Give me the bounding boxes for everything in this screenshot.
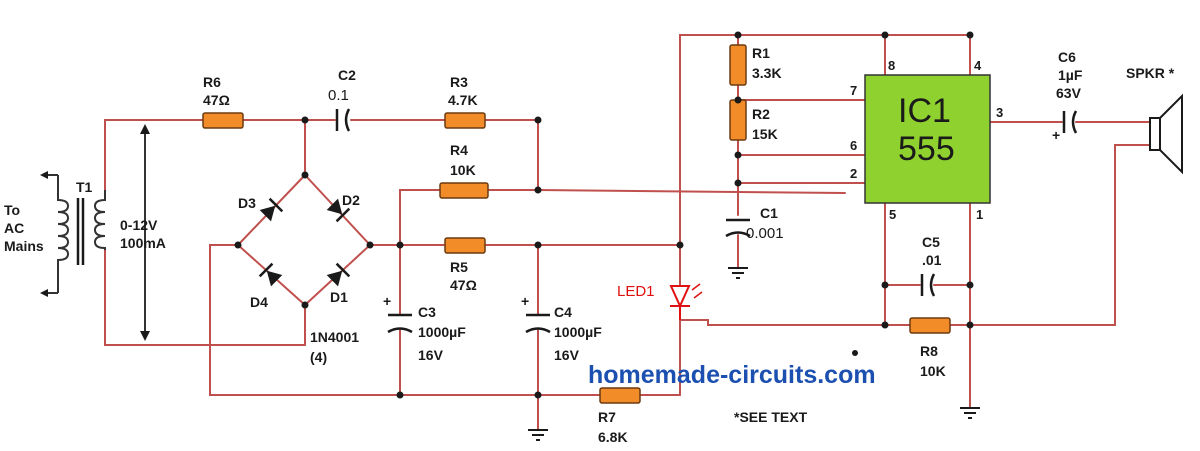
resistors bbox=[202, 44, 951, 404]
c4-value-label: 1000µF bbox=[554, 324, 602, 340]
c5-value-label: .01 bbox=[922, 252, 942, 268]
c1-ref-label: C1 bbox=[760, 205, 778, 221]
diode-d1 bbox=[326, 262, 351, 287]
wires bbox=[104, 34, 1151, 431]
speaker-ref-label: SPKR * bbox=[1126, 65, 1175, 81]
resistor-r2 bbox=[729, 99, 747, 141]
r5-value-label: 47Ω bbox=[450, 277, 477, 293]
c1-value-label: 0.001 bbox=[746, 225, 784, 242]
r8-ref-label: R8 bbox=[920, 343, 938, 359]
transformer-ref-label: T1 bbox=[76, 179, 93, 195]
diode-qty-label: (4) bbox=[310, 349, 327, 365]
transformer-current-label: 100mA bbox=[120, 235, 166, 251]
ground-icon-ic bbox=[960, 407, 980, 419]
ground-icon-c4 bbox=[528, 429, 548, 441]
diode-part-label: 1N4001 bbox=[310, 329, 359, 345]
capacitors: + + + bbox=[335, 108, 1078, 334]
r7-ref-label: R7 bbox=[598, 409, 616, 425]
svg-text:+: + bbox=[1052, 127, 1060, 143]
diode-d2 bbox=[326, 198, 351, 223]
pin-4-label: 4 bbox=[974, 58, 982, 73]
pin-8-label: 8 bbox=[888, 58, 895, 73]
transformer-t1 bbox=[40, 124, 150, 341]
c2-ref-label: C2 bbox=[338, 67, 356, 83]
ic-ref-label: IC1 bbox=[898, 92, 951, 130]
r1-value-label: 3.3K bbox=[752, 65, 782, 81]
see-text-note: *SEE TEXT bbox=[734, 409, 808, 425]
ic-pin-labels: 8 4 7 3 6 2 5 1 bbox=[850, 58, 1003, 222]
c4-ref-label: C4 bbox=[554, 304, 572, 320]
r4-value-label: 10K bbox=[450, 162, 476, 178]
resistor-r3 bbox=[444, 112, 486, 129]
speaker-icon bbox=[1149, 93, 1183, 175]
watermark-text: homemade-circuits.com bbox=[588, 361, 876, 389]
c6-voltage-label: 63V bbox=[1056, 85, 1082, 101]
capacitor-c2 bbox=[335, 108, 351, 132]
r4-ref-label: R4 bbox=[450, 142, 468, 158]
capacitor-c1 bbox=[725, 218, 751, 238]
pin-5-label: 5 bbox=[889, 207, 896, 222]
d4-label: D4 bbox=[250, 294, 268, 310]
r3-ref-label: R3 bbox=[450, 74, 468, 90]
r1-ref-label: R1 bbox=[752, 45, 770, 61]
pin-3-label: 3 bbox=[996, 105, 1003, 120]
ground-icon-c1 bbox=[728, 267, 748, 279]
c3-ref-label: C3 bbox=[418, 304, 436, 320]
r2-ref-label: R2 bbox=[752, 106, 770, 122]
resistor-r6 bbox=[202, 112, 244, 129]
pin-1-label: 1 bbox=[976, 207, 983, 222]
led-1 bbox=[669, 283, 703, 320]
ic-part-label: 555 bbox=[898, 130, 955, 168]
d1-label: D1 bbox=[330, 289, 348, 305]
d2-label: D2 bbox=[342, 192, 360, 208]
capacitor-c4: + bbox=[521, 293, 551, 334]
ic-555: IC1 555 bbox=[864, 74, 991, 204]
junction-dots bbox=[234, 31, 974, 399]
source-label-ac: AC bbox=[4, 220, 24, 236]
led-ref-label: LED1 bbox=[617, 283, 655, 300]
c4-voltage-label: 16V bbox=[554, 347, 580, 363]
c3-voltage-label: 16V bbox=[418, 347, 444, 363]
r8-value-label: 10K bbox=[920, 363, 946, 379]
c2-value-label: 0.1 bbox=[328, 87, 349, 104]
c6-ref-label: C6 bbox=[1058, 49, 1076, 65]
c3-value-label: 1000µF bbox=[418, 324, 466, 340]
capacitor-c3: + bbox=[383, 293, 413, 334]
r2-value-label: 15K bbox=[752, 126, 778, 142]
r7-value-label: 6.8K bbox=[598, 429, 628, 445]
resistor-r7 bbox=[599, 387, 641, 404]
diode-d3 bbox=[259, 197, 284, 222]
r6-ref-label: R6 bbox=[203, 74, 221, 90]
resistor-r1 bbox=[729, 44, 747, 86]
diode-d4 bbox=[258, 262, 283, 287]
c5-ref-label: C5 bbox=[922, 234, 940, 250]
resistor-r4 bbox=[439, 182, 489, 199]
capacitor-c6: + bbox=[1052, 110, 1078, 143]
r3-value-label: 4.7K bbox=[448, 92, 478, 108]
transformer-voltage-label: 0-12V bbox=[120, 217, 158, 233]
svg-text:+: + bbox=[521, 293, 529, 309]
r6-value-label: 47Ω bbox=[203, 92, 230, 108]
capacitor-c5 bbox=[920, 273, 936, 297]
labels: To AC Mains T1 0-12V 100mA R6 47Ω C2 0.1… bbox=[4, 45, 1175, 445]
r5-ref-label: R5 bbox=[450, 259, 468, 275]
d3-label: D3 bbox=[238, 195, 256, 211]
resistor-r8 bbox=[909, 317, 951, 334]
c6-value-label: 1µF bbox=[1058, 67, 1083, 83]
bridge-rectifier bbox=[258, 197, 351, 287]
pin-2-label: 2 bbox=[850, 166, 857, 181]
resistor-r5 bbox=[444, 237, 486, 254]
source-label-mains: Mains bbox=[4, 238, 44, 254]
svg-text:+: + bbox=[383, 293, 391, 309]
source-label-to: To bbox=[4, 202, 20, 218]
pin-6-label: 6 bbox=[850, 138, 857, 153]
pin-7-label: 7 bbox=[850, 83, 857, 98]
